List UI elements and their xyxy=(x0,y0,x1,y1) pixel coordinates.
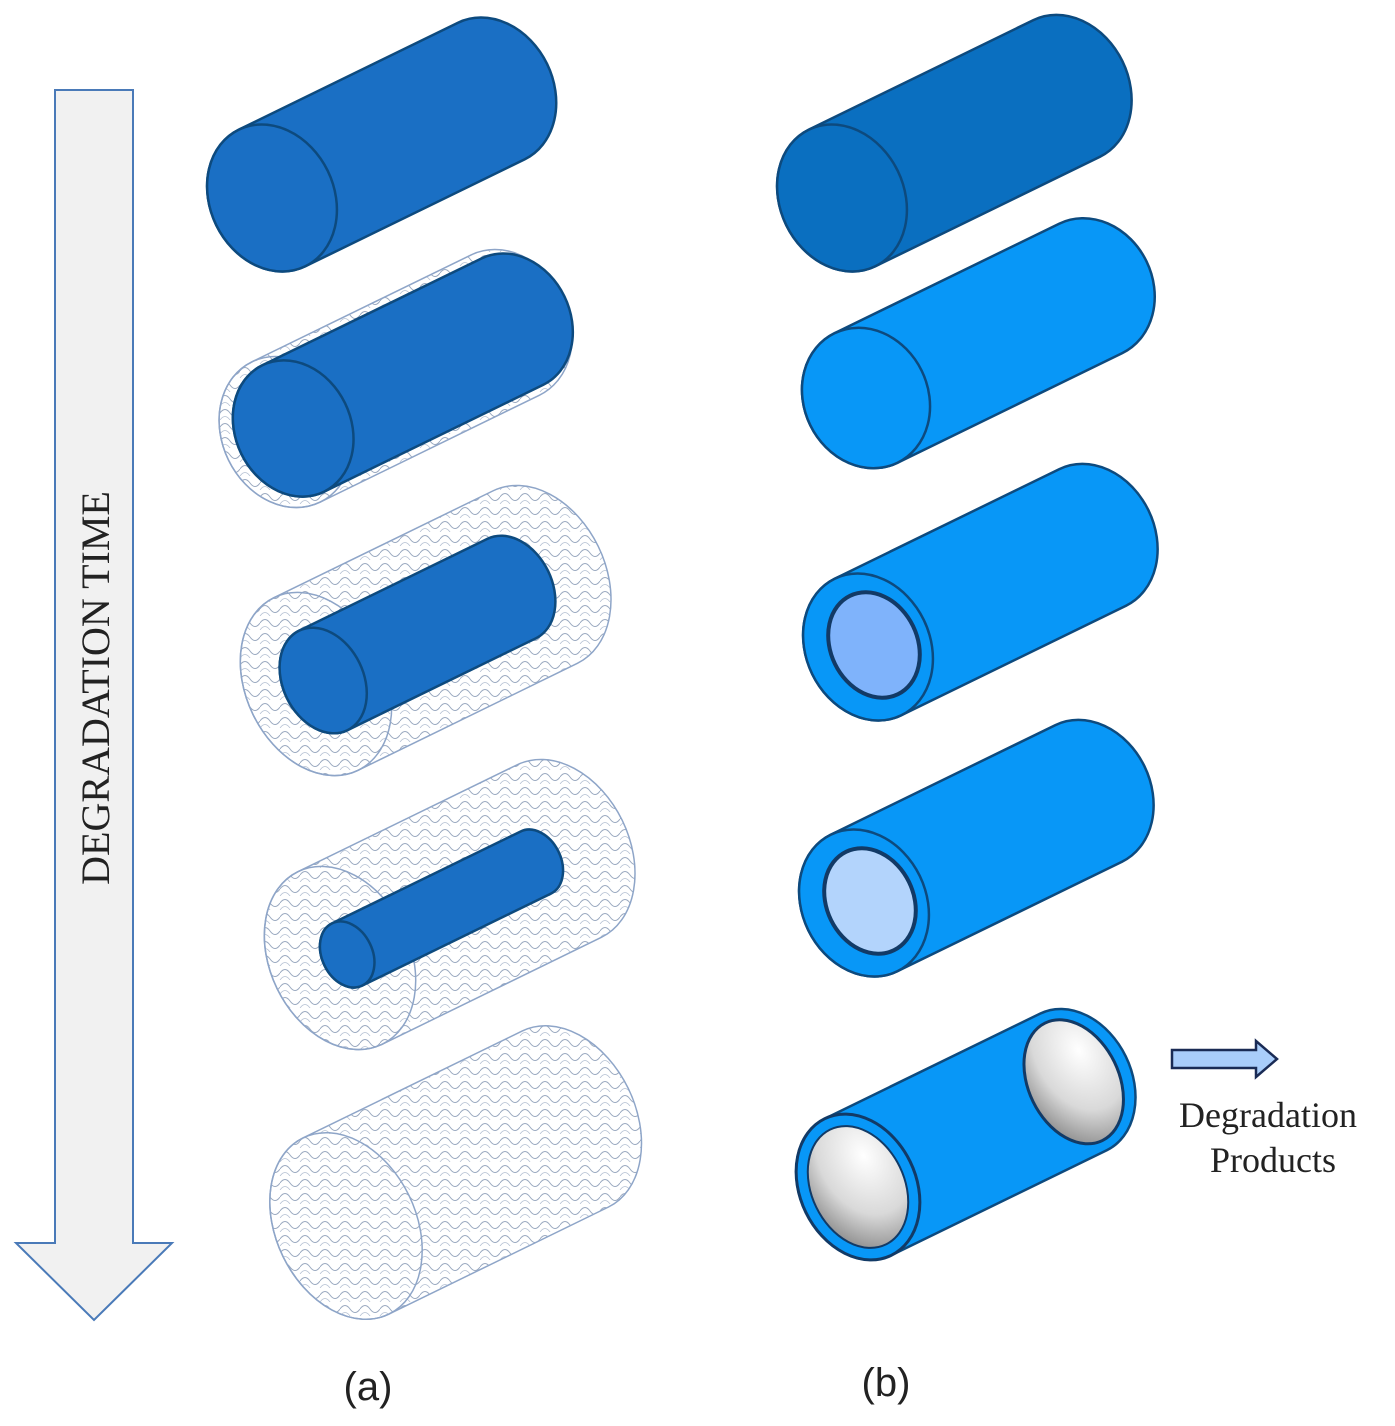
panel-a-stage-2 xyxy=(218,248,574,509)
panel-a-stage-3 xyxy=(239,484,612,777)
panel-a-label: (a) xyxy=(344,1365,393,1409)
panel-a-cylinders xyxy=(205,16,642,1321)
inner-core-face xyxy=(822,846,918,956)
front-end-cap xyxy=(800,326,932,470)
time-axis-label: DEGRADATION TIME xyxy=(73,491,118,885)
core-end-cap xyxy=(205,123,339,273)
degraded-shell xyxy=(269,1025,642,1320)
core-end-cap xyxy=(278,626,369,735)
panel-a-stage-5 xyxy=(269,1025,642,1321)
panel-a-stage-4 xyxy=(263,758,636,1051)
panel-b-stage-4 xyxy=(797,718,1155,978)
hollow-front-opening xyxy=(806,1125,910,1249)
degradation-products-group: Degradation Products xyxy=(1170,1038,1357,1180)
panel-b-stage-1 xyxy=(775,13,1133,273)
degradation-time-arrow: DEGRADATION TIME xyxy=(13,89,175,1322)
time-arrow-shape xyxy=(13,89,175,1322)
core-end-cap xyxy=(231,359,355,498)
inner-core-face xyxy=(826,590,922,700)
panel-b-cylinders xyxy=(775,13,1159,1262)
hollow-back-opening xyxy=(1022,1018,1125,1146)
panel-a-stage-1 xyxy=(205,16,558,273)
front-end-cap xyxy=(775,123,909,273)
panel-b-stage-5 xyxy=(794,1007,1137,1262)
panel-b-stage-3 xyxy=(801,462,1159,722)
panel-b-stage-2 xyxy=(800,217,1156,470)
shell-end-cap xyxy=(269,1131,423,1321)
products-label-line2: Products xyxy=(1210,1140,1336,1180)
core-end-cap xyxy=(318,920,376,989)
panel-b-label: (b) xyxy=(862,1361,911,1405)
products-arrow xyxy=(1170,1038,1279,1080)
products-label-line1: Degradation xyxy=(1179,1095,1357,1135)
